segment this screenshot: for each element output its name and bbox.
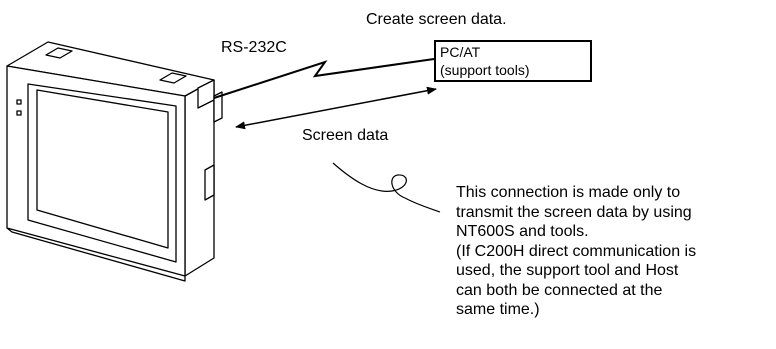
pc-at-box <box>434 40 592 82</box>
note-line: used, the support tool and Host <box>456 262 679 279</box>
callout-line <box>332 162 441 213</box>
screen-data-label: Screen data <box>302 127 389 144</box>
pc-at-label: PC/AT <box>440 44 481 60</box>
note-line: This connection is made only to <box>456 184 681 201</box>
note-line: (If C200H direct communication is <box>456 242 697 260</box>
create-screen-data-label: Create screen data. <box>366 11 507 28</box>
screen-data-arrow <box>235 86 437 130</box>
terminal-device <box>6 41 223 282</box>
support-tools-label: (support tools) <box>440 62 530 78</box>
rs232c-label: RS-232C <box>221 39 287 56</box>
note-line: same time.) <box>456 301 540 318</box>
connection-note: This connection is made only to transmit… <box>456 183 696 320</box>
note-line: NT600S and tools. <box>456 223 589 240</box>
note-line: can both be connected at the <box>456 281 663 299</box>
note-line: transmit the screen data by using <box>456 203 692 221</box>
rs232c-cable <box>213 58 435 99</box>
